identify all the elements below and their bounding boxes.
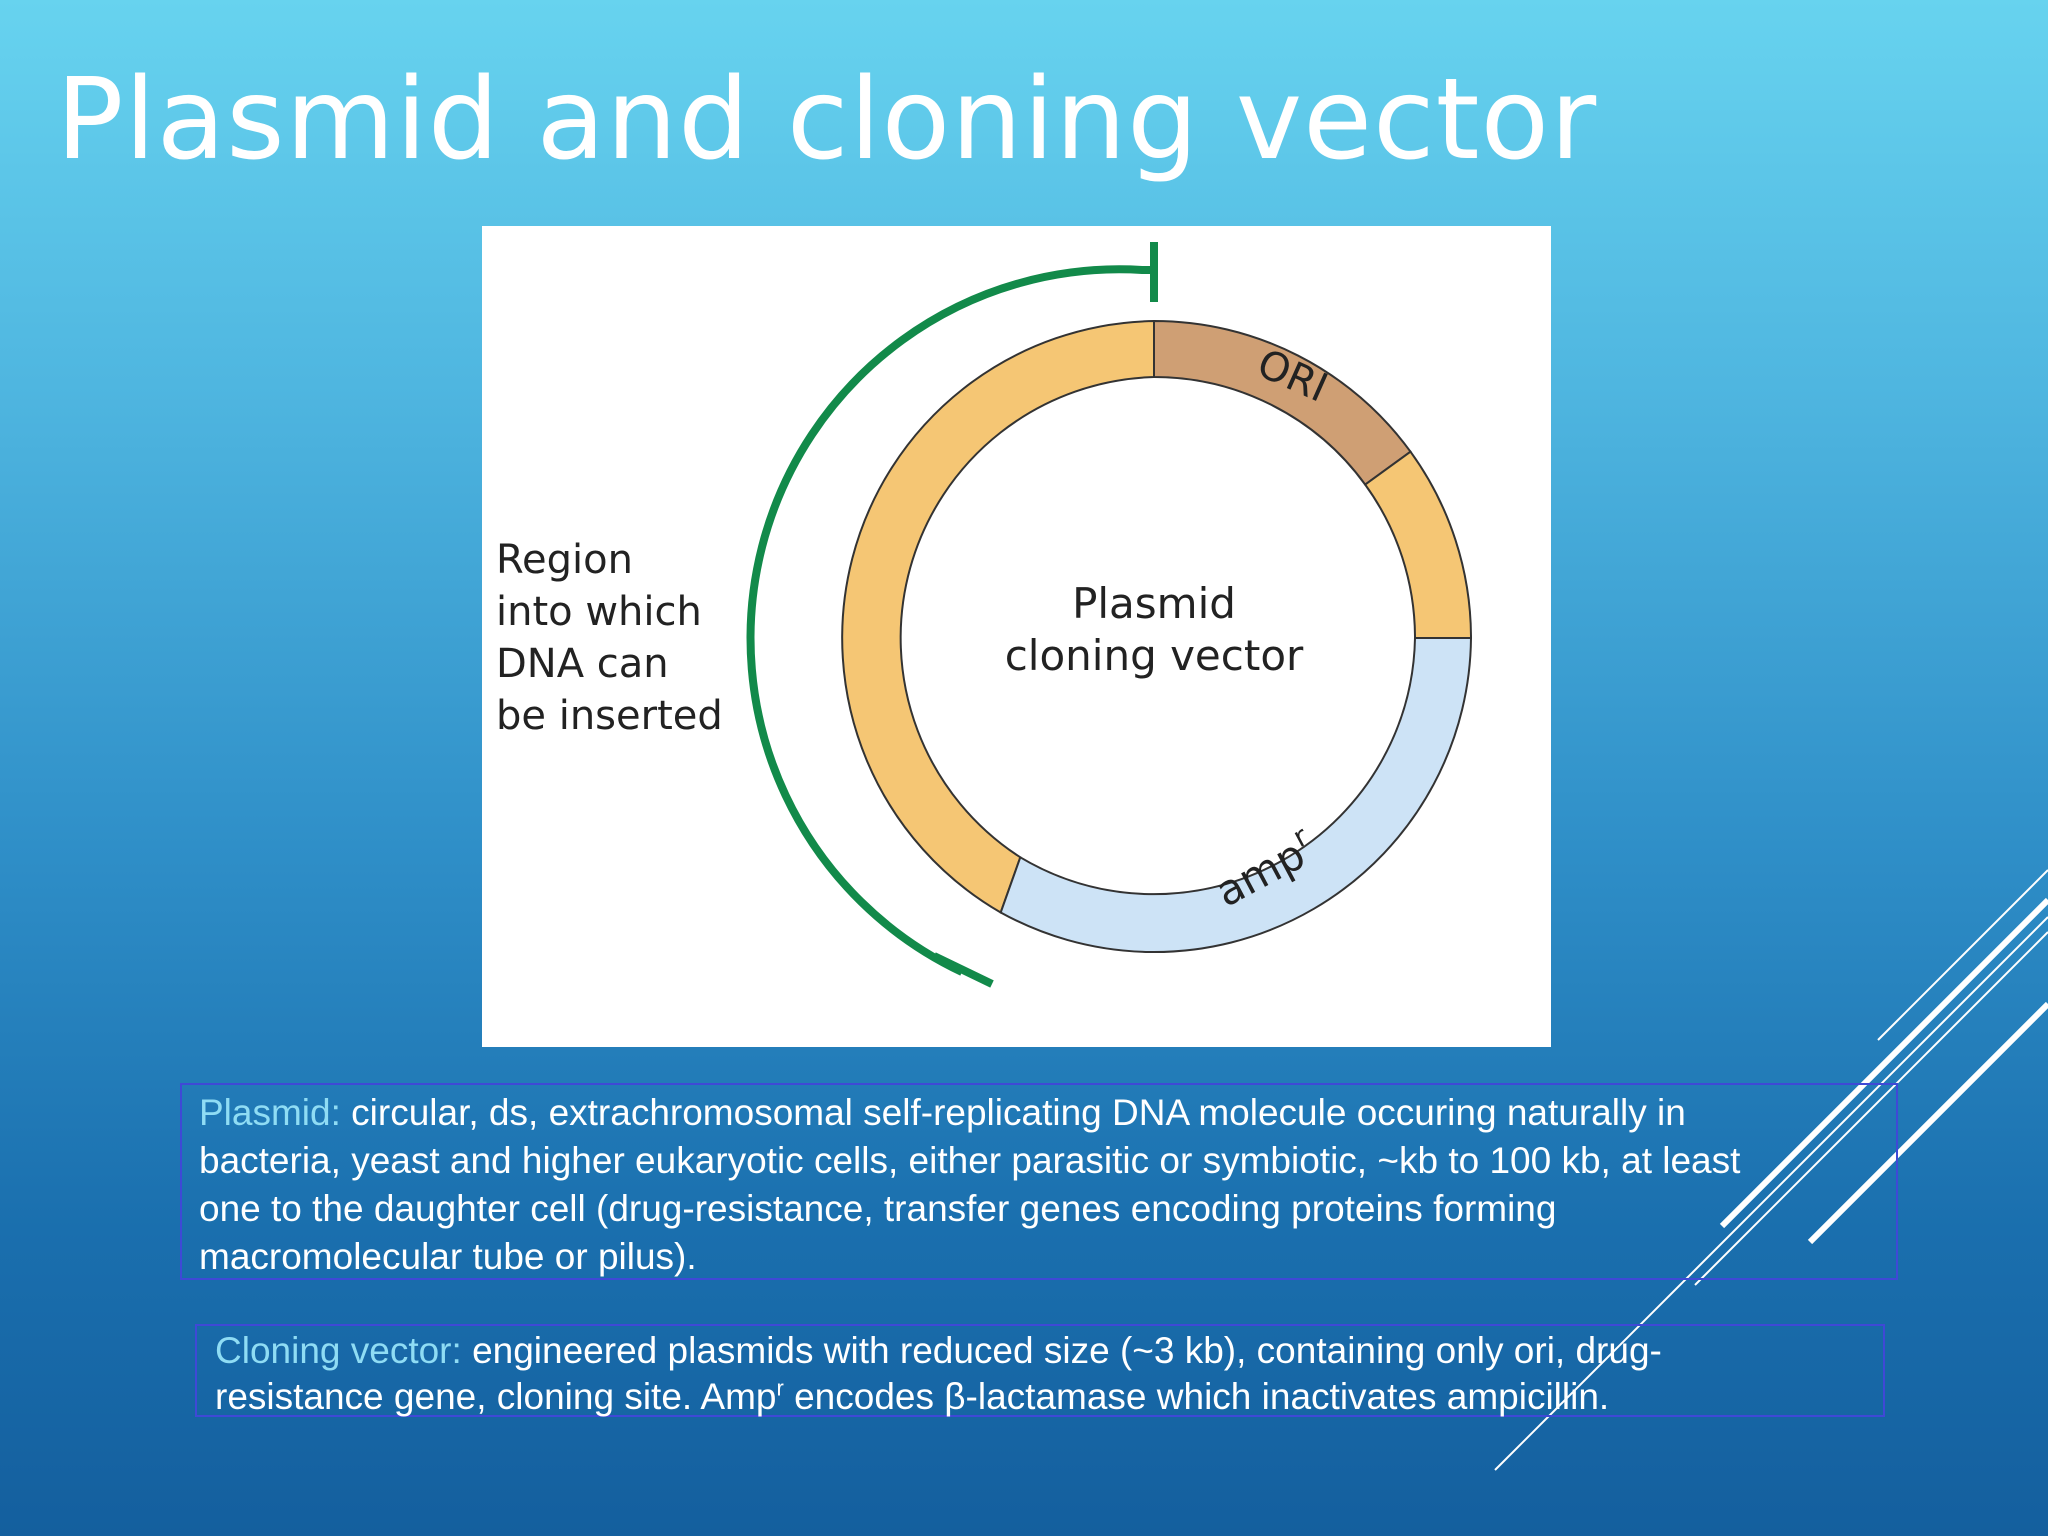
secondary-orange-segment (1363, 450, 1473, 639)
vector-definition-line-1: Cloning vector: engineered plasmids with… (215, 1328, 1883, 1374)
vector-definition-line-2: resistance gene, cloning site. Ampr enco… (215, 1374, 1883, 1420)
center-label-line-1: Plasmid (1072, 579, 1236, 628)
region-label-line-1: Region (496, 537, 633, 583)
insertion-bracket (746, 265, 1154, 976)
slide-title: Plasmid and cloning vector (56, 55, 1598, 185)
vector-line-2b: encodes β-lactamase which inactivates am… (783, 1376, 1610, 1417)
amp-superscript-r: r (776, 1375, 784, 1401)
plasmid-line-1-text: circular, ds, extrachromosomal self-repl… (340, 1092, 1686, 1133)
plasmid-definition-line-1: Plasmid: circular, ds, extrachromosomal … (199, 1089, 1896, 1137)
plasmid-definition-line-3: one to the daughter cell (drug-resistanc… (199, 1188, 1557, 1229)
region-label-line-3: DNA can (496, 641, 669, 687)
plasmid-diagram: ORI ampr Plasmid cloning vector Region i… (496, 242, 1473, 988)
plasmid-definition-line-4: macromolecular tube or pilus). (199, 1236, 697, 1277)
plasmid-definition-box: Plasmid: circular, ds, extrachromosomal … (180, 1083, 1898, 1280)
region-label-line-2: into which (496, 589, 702, 635)
region-label-line-4: be inserted (496, 693, 723, 739)
plasmid-figure: ORI ampr Plasmid cloning vector Region i… (482, 226, 1551, 1047)
bracket-bottom-cap (932, 952, 994, 988)
amp-segment (999, 637, 1473, 954)
plasmid-term: Plasmid: (199, 1092, 341, 1133)
vector-line-2a: resistance gene, cloning site. Amp (215, 1376, 777, 1417)
insert-region-segment (841, 319, 1155, 914)
cloning-vector-definition-box: Cloning vector: engineered plasmids with… (195, 1324, 1885, 1417)
plasmid-definition-line-2: bacteria, yeast and higher eukaryotic ce… (199, 1140, 1741, 1181)
cloning-vector-term: Cloning vector: (215, 1330, 462, 1371)
vector-line-1-text: engineered plasmids with reduced size (~… (461, 1330, 1662, 1371)
center-label-line-2: cloning vector (1005, 631, 1304, 680)
